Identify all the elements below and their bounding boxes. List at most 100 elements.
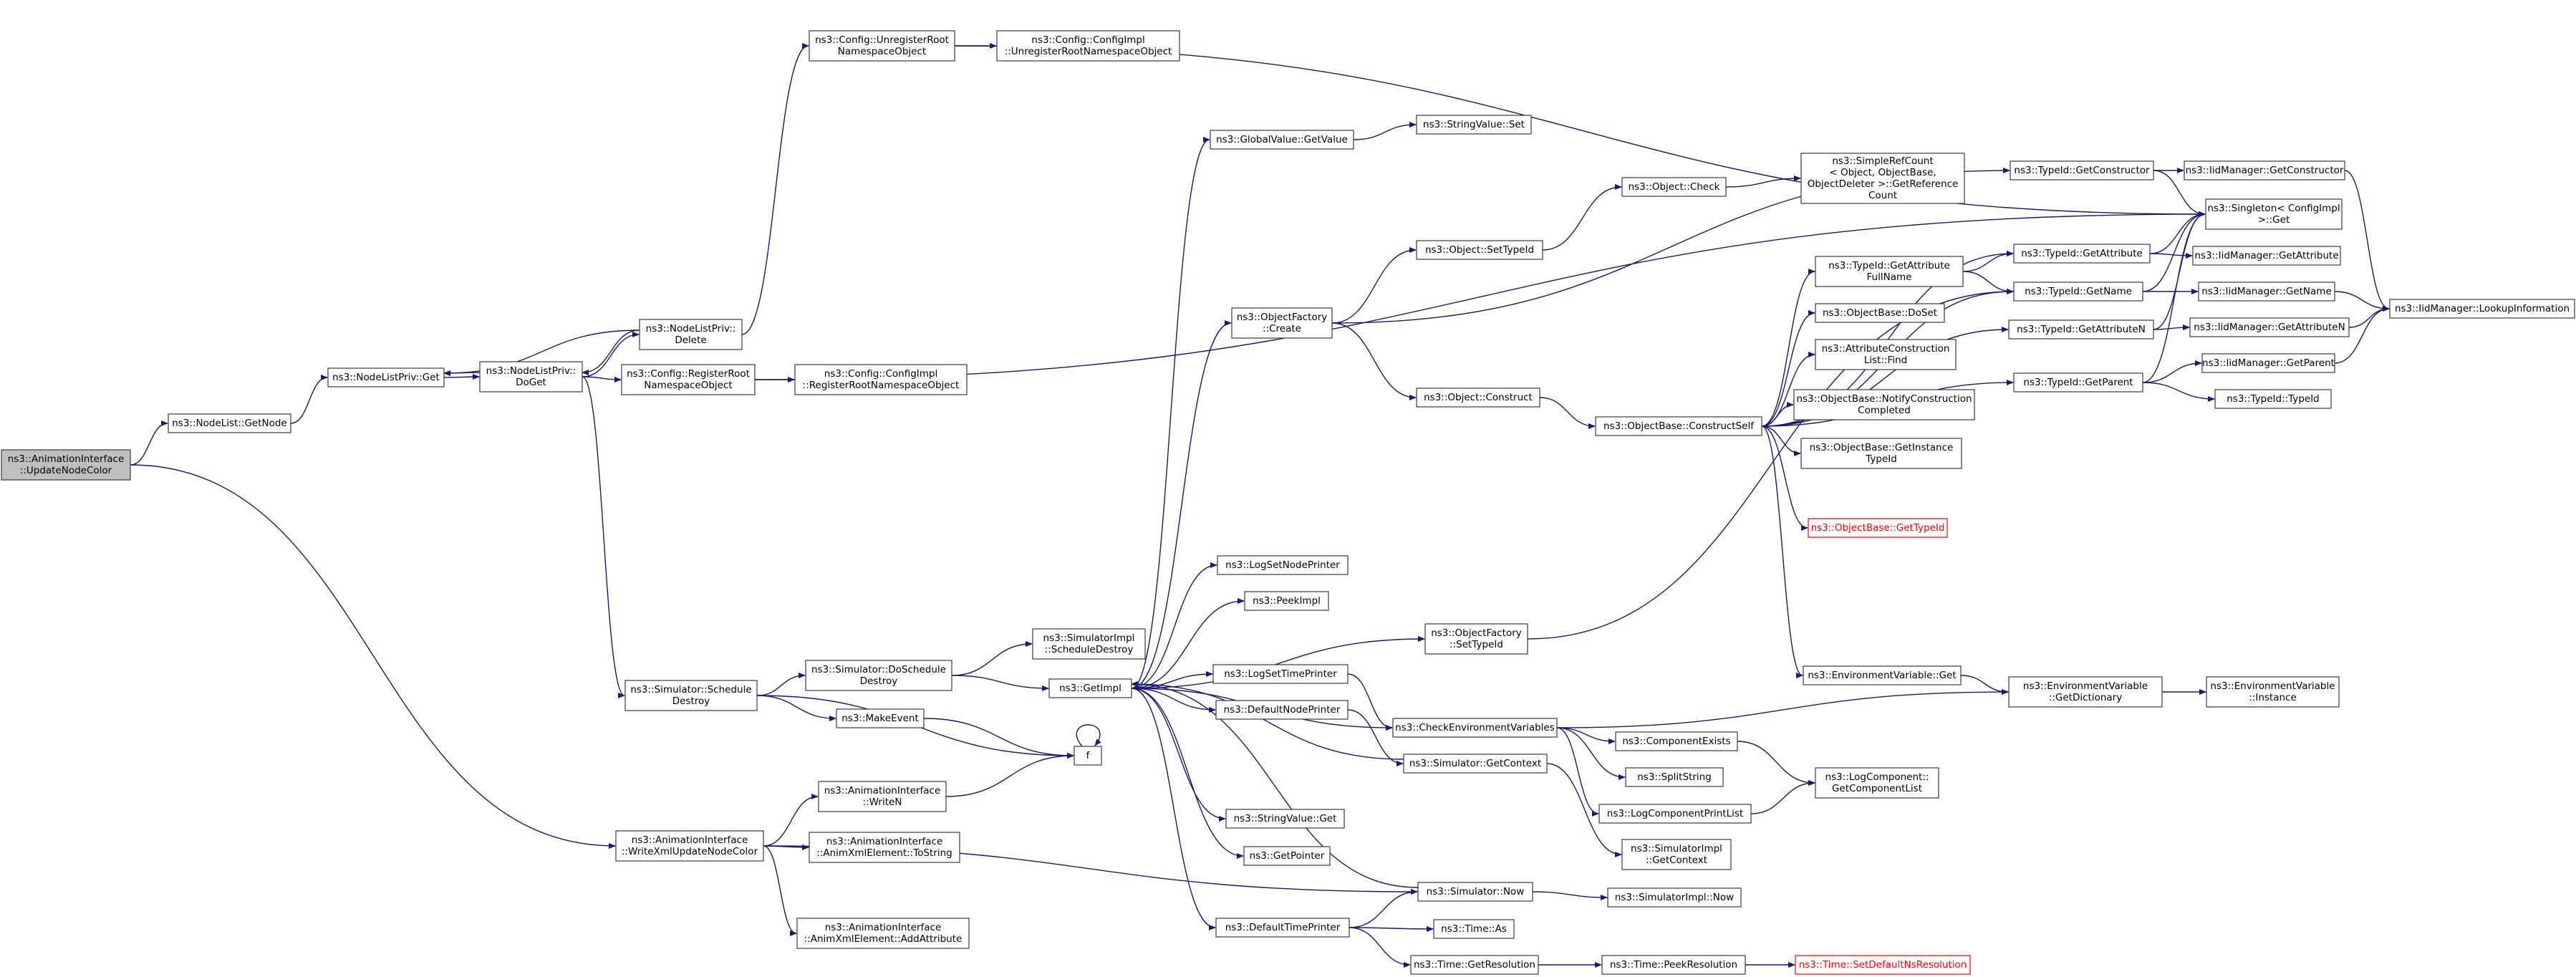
node-label-line: ns3::CheckEnvironmentVariables (1395, 722, 1555, 733)
node-box (1815, 256, 1964, 287)
node-label-line: ns3::SimulatorImpl (1043, 632, 1135, 644)
node-tid-getconstructor[interactable]: ns3::TypeId::GetConstructor (2010, 160, 2154, 181)
call-edge-sim_doschedule_destroy-to-getimpl (951, 675, 1049, 691)
node-time-getres[interactable]: ns3::Time::GetResolution (1410, 955, 1539, 975)
node-iid-getparent[interactable]: ns3::IidManager::GetParent (2201, 353, 2335, 373)
node-obj-settypeid[interactable]: ns3::Object::SetTypeId (1416, 240, 1543, 260)
node-obj-construct[interactable]: ns3::Object::Construct (1416, 388, 1540, 408)
node-tid-getname[interactable]: ns3::TypeId::GetName (2013, 281, 2143, 302)
node-label-line: ns3::NodeList::GetNode (172, 418, 287, 429)
node-box (1210, 130, 1354, 150)
node-cfgimpl-unreg[interactable]: ns3::Config::ConfigImpl::UnregisterRootN… (996, 30, 1180, 62)
node-root[interactable]: ns3::AnimationInterface::UpdateNodeColor (1, 449, 131, 481)
node-tid-getattribute[interactable]: ns3::TypeId::GetAttribute (2013, 244, 2151, 264)
node-box (1595, 416, 1762, 436)
node-simimpl-now[interactable]: ns3::SimulatorImpl::Now (1607, 887, 1742, 908)
node-sv-set[interactable]: ns3::StringValue::Set (1416, 115, 1532, 135)
call-edge-tid_getattrfullname-to-tid_getname (1962, 271, 2014, 294)
node-envvar-instance[interactable]: ns3::EnvironmentVariable::Instance (2206, 676, 2340, 708)
node-logcomp-getlist[interactable]: ns3::LogComponent::GetComponentList (1815, 767, 1939, 799)
node-label-line: ::Instance (2249, 692, 2297, 703)
node-nlp-doget[interactable]: ns3::NodeListPriv::DoGet (479, 361, 583, 393)
call-edge-nlp_delete-to-nlp_doget (582, 329, 640, 375)
node-gv-getvalue[interactable]: ns3::GlobalValue::GetValue (1210, 130, 1354, 150)
node-ob-doset[interactable]: ns3::ObjectBase::DoSet (1815, 303, 1945, 323)
call-edge-tid_getparent-to-tid_typeid (2142, 382, 2215, 402)
node-simimpl-schedule-destroy[interactable]: ns3::SimulatorImpl::ScheduleDestroy (1032, 628, 1146, 660)
node-label-line: ns3::LogComponent:: (1825, 771, 1929, 783)
node-cfg-reg[interactable]: ns3::Config::RegisterRootNamespaceObject (621, 364, 756, 395)
node-box (2008, 319, 2154, 340)
node-sim-now[interactable]: ns3::Simulator::Now (1417, 882, 1533, 902)
node-iid-lookup[interactable]: ns3::IidManager::LookupInformation (2389, 299, 2575, 319)
call-edge-checkenv-to-logcompprint (1556, 727, 1599, 817)
node-deftimeprinter[interactable]: ns3::DefaultTimePrinter (1215, 918, 1350, 938)
node-cfg-unreg[interactable]: ns3::Config::UnregisterRootNamespaceObje… (809, 30, 955, 62)
node-cfgimpl-reg[interactable]: ns3::Config::ConfigImpl::RegisterRootNam… (794, 364, 968, 395)
node-logsettime[interactable]: ns3::LogSetTimePrinter (1212, 664, 1349, 684)
node-sv-get[interactable]: ns3::StringValue::Get (1225, 809, 1345, 829)
node-of-create[interactable]: ns3::ObjectFactory::Create (1231, 307, 1333, 339)
call-edge-checkenv-to-envvar_getdict (1556, 689, 2009, 728)
node-envvar-get[interactable]: ns3::EnvironmentVariable::Get (1803, 665, 1962, 685)
node-splitstring[interactable]: ns3::SplitString (1625, 767, 1724, 787)
node-defnodeprinter[interactable]: ns3::DefaultNodePrinter (1215, 700, 1349, 720)
call-edge-tid_getattrfullname-to-tid_getattribute (1962, 251, 2014, 272)
node-label-line: ns3::NodeListPriv:: (486, 365, 577, 377)
node-ob-constructself[interactable]: ns3::ObjectBase::ConstructSelf (1595, 416, 1762, 436)
node-envvar-getdict[interactable]: ns3::EnvironmentVariable::GetDictionary (2008, 676, 2163, 708)
node-simimpl-getcontext[interactable]: ns3::SimulatorImpl::GetContext (1621, 839, 1732, 870)
node-peekimpl[interactable]: ns3::PeekImpl (1244, 591, 1329, 611)
call-edge-obj_check-to-srefcount (1725, 175, 1801, 188)
node-singleton-get[interactable]: ns3::Singleton< ConfigImpl>::Get (2205, 198, 2343, 230)
node-sim-getcontext[interactable]: ns3::Simulator::GetContext (1403, 754, 1548, 774)
node-nlp-delete[interactable]: ns3::NodeListPriv::Delete (639, 319, 743, 350)
node-iid-getconstructor[interactable]: ns3::IidManager::GetConstructor (2184, 160, 2345, 181)
node-nlp-get[interactable]: ns3::NodeListPriv::Get (327, 367, 445, 388)
node-ai-tostring[interactable]: ns3::AnimationInterface::AnimXmlElement:… (809, 832, 960, 863)
call-edge-defnodeprinter-to-sim_getcontext (1347, 709, 1404, 766)
node-tid-getattributen[interactable]: ns3::TypeId::GetAttributeN (2008, 319, 2154, 340)
node-iid-getattribute[interactable]: ns3::IidManager::GetAttribute (2192, 246, 2341, 266)
node-time-peekres[interactable]: ns3::Time::PeekResolution (1601, 955, 1746, 975)
node-time-setdefault[interactable]: ns3::Time::SetDefaultNsResolution (1795, 955, 1971, 975)
node-label-line: ns3::NodeListPriv:: (646, 323, 736, 335)
node-tid-typeid[interactable]: ns3::TypeId::TypeId (2214, 389, 2332, 409)
node-time-as[interactable]: ns3::Time::As (1433, 919, 1515, 939)
node-logcompprint[interactable]: ns3::LogComponentPrintList (1598, 804, 1752, 824)
node-ob-gettypeid[interactable]: ns3::ObjectBase::GetTypeId (1808, 518, 1948, 538)
call-edge-getimpl-to-logsetnode (1131, 562, 1217, 689)
node-of-settypeid[interactable]: ns3::ObjectFactory::SetTypeId (1424, 623, 1528, 655)
node-label-line: ns3::SimpleRefCount (1832, 155, 1933, 167)
node-ai-writen[interactable]: ns3::AnimationInterface::WriteN (818, 781, 947, 812)
node-obj-check[interactable]: ns3::Object::Check (1621, 177, 1727, 197)
node-label-line: ns3::ObjectFactory (1431, 627, 1522, 639)
node-label-line: Destroy (672, 696, 710, 707)
node-label-line: ns3::IidManager::LookupInformation (2395, 303, 2570, 314)
node-makeevent[interactable]: ns3::MakeEvent (836, 708, 925, 728)
node-checkenv[interactable]: ns3::CheckEnvironmentVariables (1392, 718, 1558, 738)
node-sim-schedule-destroy[interactable]: ns3::Simulator::ScheduleDestroy (624, 680, 758, 711)
node-iid-getname[interactable]: ns3::IidManager::GetName (2198, 281, 2335, 302)
node-label-line: ::UnregisterRootNamespaceObject (1005, 46, 1172, 57)
node-nodelist-getnode[interactable]: ns3::NodeList::GetNode (168, 413, 291, 433)
node-srefcount[interactable]: ns3::SimpleRefCount< Object, ObjectBase,… (1800, 153, 1965, 204)
call-edge-getimpl-to-deftimeprinter (1131, 688, 1216, 930)
node-iid-getattributen[interactable]: ns3::IidManager::GetAttributeN (2189, 317, 2350, 337)
node-getimpl[interactable]: ns3::GetImpl (1048, 678, 1132, 698)
node-logsetnode[interactable]: ns3::LogSetNodePrinter (1217, 555, 1349, 575)
node-f[interactable]: f (1074, 746, 1102, 766)
node-comp-exists[interactable]: ns3::ComponentExists (1615, 731, 1738, 751)
node-label-line: ns3::Time::PeekResolution (1610, 959, 1737, 971)
node-tid-getparent[interactable]: ns3::TypeId::GetParent (2013, 372, 2143, 393)
node-ob-notify[interactable]: ns3::ObjectBase::NotifyConstructionCompl… (1793, 389, 1975, 420)
node-label-line: ::RegisterRootNamespaceObject (803, 380, 960, 391)
node-getpointer[interactable]: ns3::GetPointer (1243, 846, 1331, 866)
node-ai-writexml[interactable]: ns3::AnimationInterface::WriteXmlUpdateN… (615, 830, 764, 862)
node-label-line: NamespaceObject (644, 380, 732, 391)
node-ai-addattr[interactable]: ns3::AnimationInterface::AnimXmlElement:… (796, 918, 970, 949)
